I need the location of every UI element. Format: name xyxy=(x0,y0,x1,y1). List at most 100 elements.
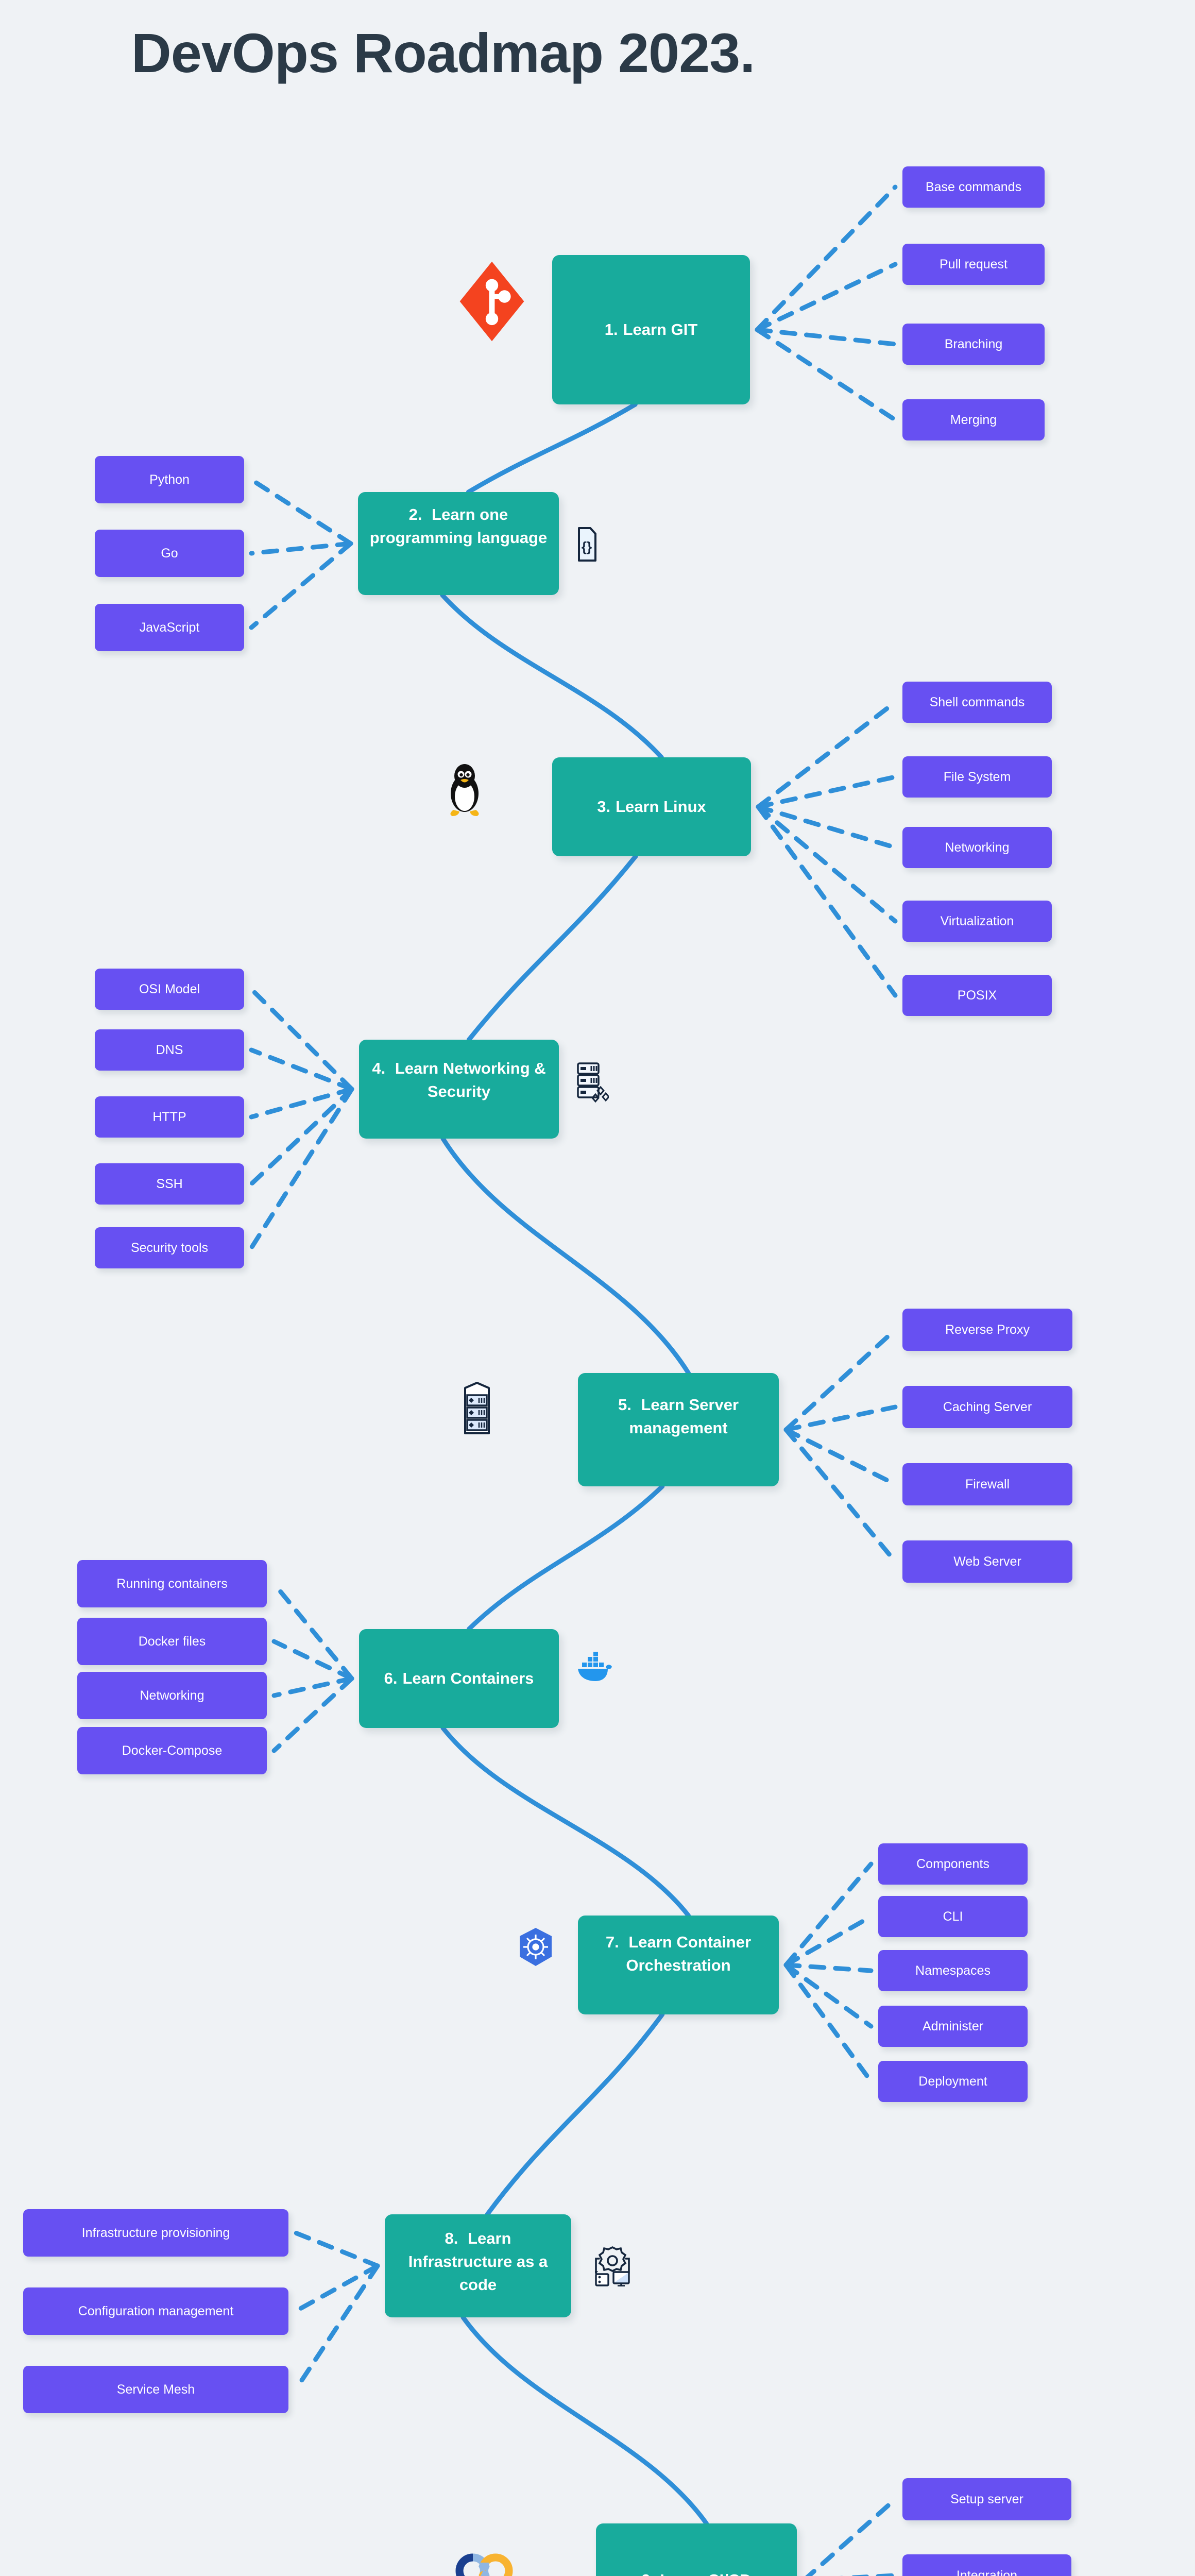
leaf-6-2[interactable]: Networking xyxy=(77,1672,267,1719)
leaf-7-4[interactable]: Deployment xyxy=(878,2061,1028,2102)
step-node-5[interactable]: 5. Learn Server management xyxy=(578,1373,779,1486)
leaf-label: Networking xyxy=(945,840,1010,855)
leaf-label: Components xyxy=(916,1856,989,1871)
leaf-label: Firewall xyxy=(965,1477,1010,1492)
leaf-1-1[interactable]: Pull request xyxy=(902,244,1045,285)
svg-text:{}: {} xyxy=(582,539,592,554)
leaf-9-1[interactable]: Integration xyxy=(902,2554,1071,2576)
step-node-2[interactable]: 2. Learn one programming language xyxy=(358,492,559,595)
leaf-6-0[interactable]: Running containers xyxy=(77,1560,267,1607)
leaf-7-1[interactable]: CLI xyxy=(878,1896,1028,1937)
leaf-label: Networking xyxy=(140,1688,204,1703)
leaf-label: Python xyxy=(149,472,190,487)
docker-whale-icon xyxy=(576,1651,612,1686)
leaf-label: Running containers xyxy=(116,1576,228,1591)
code-braces-icon: {} xyxy=(576,527,598,565)
step-node-7[interactable]: 7. Learn Container Orchestration xyxy=(578,1916,779,2014)
step-title: Learn Server management xyxy=(629,1396,739,1437)
server-rack-icon xyxy=(461,1381,493,1440)
kubernetes-helm-icon xyxy=(518,1927,554,1970)
leaf-6-1[interactable]: Docker files xyxy=(77,1618,267,1665)
leaf-8-0[interactable]: Infrastructure provisioning xyxy=(23,2209,288,2257)
step-number: 2. xyxy=(408,505,422,523)
step-title: Learn Networking & Security xyxy=(395,1059,546,1100)
leaf-1-0[interactable]: Base commands xyxy=(902,166,1045,208)
leaf-label: Merging xyxy=(950,412,997,427)
step-node-4[interactable]: 4. Learn Networking & Security xyxy=(359,1040,559,1139)
step-title: Learn one programming language xyxy=(369,505,548,547)
leaf-2-0[interactable]: Python xyxy=(95,456,244,503)
step-node-9[interactable]: 9. Learn CI/CD xyxy=(596,2523,797,2576)
leaf-1-3[interactable]: Merging xyxy=(902,399,1045,440)
step-node-8[interactable]: 8. Learn Infrastructure as a code xyxy=(385,2214,571,2317)
step-title: Learn CI/CD xyxy=(660,2569,751,2576)
leaf-label: POSIX xyxy=(957,988,997,1003)
leaf-2-2[interactable]: JavaScript xyxy=(95,604,244,651)
network-server-icon xyxy=(577,1061,610,1108)
leaf-3-4[interactable]: POSIX xyxy=(902,975,1052,1016)
leaf-label: Base commands xyxy=(925,179,1022,194)
leaf-3-0[interactable]: Shell commands xyxy=(902,682,1052,723)
leaf-label: DNS xyxy=(156,1042,183,1057)
step-number: 9. xyxy=(641,2569,655,2576)
step-number: 1. xyxy=(604,320,618,338)
step-title: Learn Container Orchestration xyxy=(626,1933,752,1974)
leaf-label: Deployment xyxy=(918,2074,987,2089)
step-title: Learn Infrastructure as a code xyxy=(408,2229,548,2294)
leaf-label: SSH xyxy=(156,1176,183,1191)
leaf-8-2[interactable]: Service Mesh xyxy=(23,2366,288,2413)
leaf-label: Configuration management xyxy=(78,2303,234,2318)
leaf-label: HTTP xyxy=(152,1109,186,1124)
step-node-1[interactable]: 1. Learn GIT xyxy=(552,255,750,404)
leaf-4-4[interactable]: Security tools xyxy=(95,1227,244,1268)
leaf-3-2[interactable]: Networking xyxy=(902,827,1052,868)
leaf-label: Docker files xyxy=(138,1634,206,1649)
step-number: 8. xyxy=(445,2229,458,2247)
leaf-label: Web Server xyxy=(953,1554,1021,1569)
page-title: DevOps Roadmap 2023. xyxy=(131,22,756,84)
leaf-label: OSI Model xyxy=(139,981,200,996)
leaf-7-3[interactable]: Administer xyxy=(878,2006,1028,2047)
leaf-2-1[interactable]: Go xyxy=(95,530,244,577)
leaf-1-2[interactable]: Branching xyxy=(902,324,1045,365)
infrastructure-gear-icon xyxy=(594,2245,630,2289)
leaf-label: Service Mesh xyxy=(116,2382,195,2397)
step-title: Learn Linux xyxy=(616,797,706,816)
leaf-7-2[interactable]: Namespaces xyxy=(878,1950,1028,1991)
step-number: 4. xyxy=(372,1059,386,1077)
leaf-label: Security tools xyxy=(130,1240,209,1255)
devops-infinity-icon xyxy=(453,2545,515,2576)
leaf-4-1[interactable]: DNS xyxy=(95,1029,244,1071)
leaf-label: JavaScript xyxy=(139,620,200,635)
leaf-label: Go xyxy=(161,546,178,561)
leaf-label: Docker-Compose xyxy=(122,1743,223,1758)
leaf-label: File System xyxy=(943,769,1011,784)
leaf-label: Virtualization xyxy=(940,913,1014,928)
leaf-4-2[interactable]: HTTP xyxy=(95,1096,244,1138)
leaf-3-1[interactable]: File System xyxy=(902,756,1052,798)
leaf-label: Pull request xyxy=(939,257,1008,272)
step-node-3[interactable]: 3. Learn Linux xyxy=(552,757,751,856)
leaf-7-0[interactable]: Components xyxy=(878,1843,1028,1885)
leaf-5-2[interactable]: Firewall xyxy=(902,1463,1072,1505)
leaf-4-3[interactable]: SSH xyxy=(95,1163,244,1205)
leaf-6-3[interactable]: Docker-Compose xyxy=(77,1727,267,1774)
leaf-3-3[interactable]: Virtualization xyxy=(902,901,1052,942)
step-node-6[interactable]: 6. Learn Containers xyxy=(359,1629,559,1728)
leaf-5-1[interactable]: Caching Server xyxy=(902,1386,1072,1428)
leaf-5-0[interactable]: Reverse Proxy xyxy=(902,1309,1072,1351)
leaf-4-0[interactable]: OSI Model xyxy=(95,969,244,1010)
step-number: 3. xyxy=(597,797,611,816)
leaf-9-0[interactable]: Setup server xyxy=(902,2478,1071,2520)
leaf-label: Integration xyxy=(956,2568,1018,2576)
leaf-8-1[interactable]: Configuration management xyxy=(23,2287,288,2335)
leaf-5-3[interactable]: Web Server xyxy=(902,1540,1072,1583)
leaf-label: Administer xyxy=(922,2019,984,2033)
leaf-label: Shell commands xyxy=(929,694,1025,709)
linux-penguin-icon xyxy=(444,762,485,819)
leaf-label: Caching Server xyxy=(943,1399,1032,1414)
leaf-label: Infrastructure provisioning xyxy=(81,2225,230,2240)
git-icon xyxy=(456,260,528,345)
leaf-label: Setup server xyxy=(950,2492,1023,2506)
